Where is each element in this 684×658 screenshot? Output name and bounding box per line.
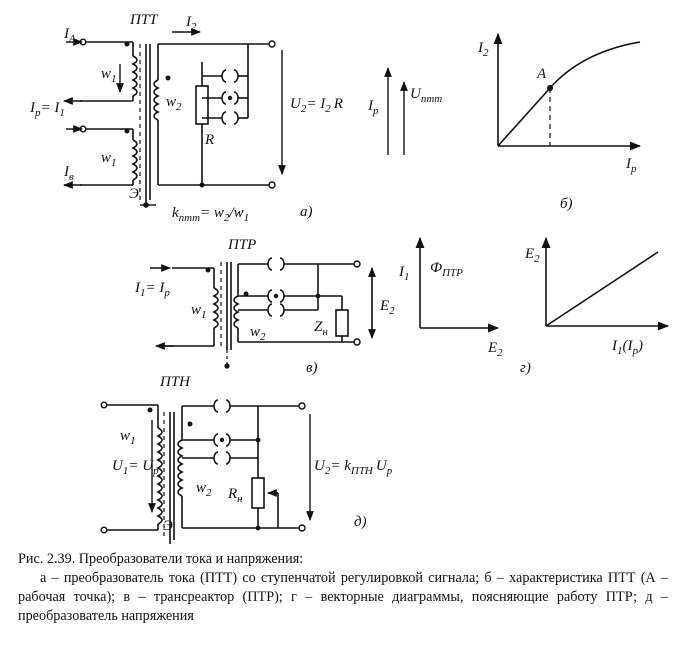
panel-v-labels: ПТР I1= Ip w1 w2 Zн E2 в)	[134, 237, 395, 376]
svg-text:U2= I2R: U2= I2R	[290, 96, 343, 115]
svg-text:E2: E2	[379, 298, 395, 317]
svg-text:kптт= w2/w1: kптт= w2/w1	[172, 205, 249, 224]
svg-text:w1: w1	[191, 302, 207, 321]
svg-text:Zн: Zн	[314, 319, 328, 338]
svg-text:w1: w1	[101, 66, 117, 85]
svg-text:Ip: Ip	[367, 98, 379, 117]
caption-title: Рис. 2.39. Преобразователи тока и напряж…	[18, 551, 304, 567]
svg-text:а): а)	[300, 204, 313, 220]
panel-v-transreactor	[160, 257, 355, 366]
panel-a-vectors	[384, 67, 408, 155]
svg-text:w1: w1	[120, 428, 136, 447]
caption-body: а – преобразователь тока (ПТТ) со ступен…	[18, 570, 668, 624]
panel-v-arrows	[150, 264, 376, 350]
svg-text:б): б)	[560, 196, 573, 212]
panel-d-arrows	[148, 414, 314, 521]
svg-text:w2: w2	[166, 94, 182, 113]
svg-text:Iв: Iв	[63, 164, 74, 183]
panel-g-vectors	[415, 236, 670, 333]
svg-text:ПТН: ПТН	[159, 374, 191, 390]
panel-a-arrows	[63, 28, 286, 206]
svg-text:Э: Э	[129, 186, 139, 202]
svg-text:w1: w1	[101, 150, 117, 169]
svg-text:I2: I2	[185, 14, 197, 33]
svg-text:ПТР: ПТР	[227, 237, 256, 253]
svg-text:Ip= I1: Ip= I1	[29, 100, 65, 119]
working-point-a	[547, 85, 553, 91]
svg-text:E2: E2	[487, 340, 503, 359]
label-ptt: ПТТ	[129, 12, 159, 28]
panel-b-characteristic	[493, 32, 642, 151]
svg-text:U1= Up: U1= Up	[112, 458, 159, 477]
panel-v-markers	[205, 260, 361, 369]
svg-text:IA: IA	[63, 26, 76, 45]
svg-text:w2: w2	[250, 324, 266, 343]
panel-d-voltage-transformer	[104, 399, 300, 544]
panel-g-labels: I1 ФПТР E2 E2 I1(Ip) г)	[398, 246, 643, 376]
svg-text:I2: I2	[477, 40, 489, 59]
figure-caption: Рис. 2.39. Преобразователи тока и напряж…	[18, 550, 668, 626]
svg-text:A: A	[536, 66, 547, 82]
svg-text:w2: w2	[196, 480, 212, 499]
svg-text:в): в)	[306, 360, 318, 376]
svg-text:Uптт: Uптт	[410, 86, 442, 105]
svg-text:г): г)	[520, 360, 531, 376]
panel-a-current-transformer	[80, 41, 272, 205]
svg-text:Э: Э	[163, 518, 173, 534]
svg-text:R: R	[204, 132, 214, 148]
svg-text:I1= Ip: I1= Ip	[134, 280, 170, 299]
svg-text:Ip: Ip	[625, 156, 637, 175]
svg-text:Rн: Rн	[227, 486, 243, 505]
svg-text:E2: E2	[524, 246, 540, 265]
svg-text:I1: I1	[398, 264, 410, 283]
svg-text:д): д)	[354, 514, 367, 530]
panel-a-markers	[79, 38, 276, 208]
svg-text:ФПТР: ФПТР	[430, 260, 463, 279]
panel-d-markers	[100, 401, 306, 534]
svg-text:I1(Ip): I1(Ip)	[611, 338, 643, 357]
